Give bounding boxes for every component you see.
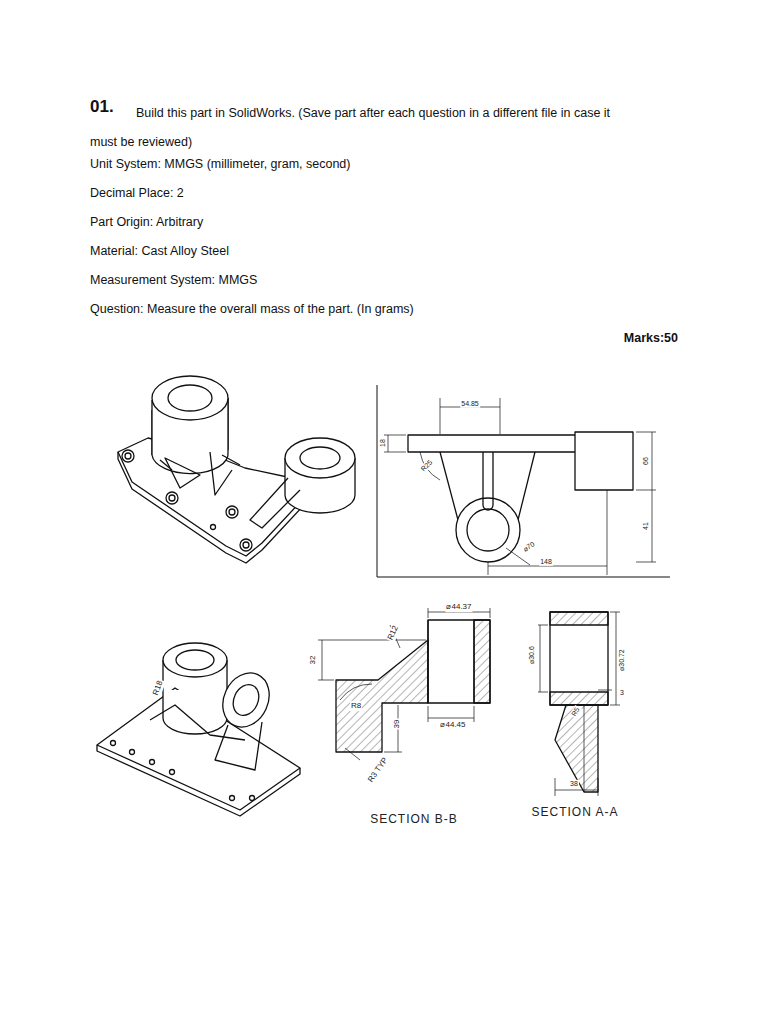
instruction-text: Build this part in SolidWorks. (Save par… [90,99,630,157]
spec-line: Part Origin: Arbitrary [90,215,203,230]
section-title: SECTION B-B [369,812,459,826]
dimension: 3 [619,689,625,697]
dimension: ⌀30.6 [528,645,536,665]
spec-line: Unit System: MMGS (millimeter, gram, sec… [90,157,350,172]
dimension: ⌀44.45 [439,720,466,730]
dimension: R8 [350,701,362,711]
question-number: 01. [90,97,114,117]
dimension: ⌀44.37 [445,602,472,612]
dimension: 32 [308,655,318,666]
dimension: 66 [642,456,650,466]
dimension: 41 [642,521,650,531]
dimension: 39 [392,719,402,730]
dimension: 38 [569,780,579,788]
dimension: 148 [539,558,553,566]
dimension: 54.85 [460,400,480,408]
spec-line: Material: Cast Alloy Steel [90,244,229,259]
marks-text: Marks:50 [624,331,678,346]
dimension: ⌀30.72 [618,648,626,672]
dimension: 18 [379,438,387,448]
dimension: R25 [419,458,435,474]
question-text: Question: Measure the overall mass of th… [90,302,414,317]
dimension: R3 TYP [366,755,391,785]
section-title: SECTION A-A [530,805,619,819]
spec-line: Decimal Place: 2 [90,186,184,201]
dimension: ⌀70 [521,540,537,554]
spec-line: Measurement System: MMGS [90,273,257,288]
